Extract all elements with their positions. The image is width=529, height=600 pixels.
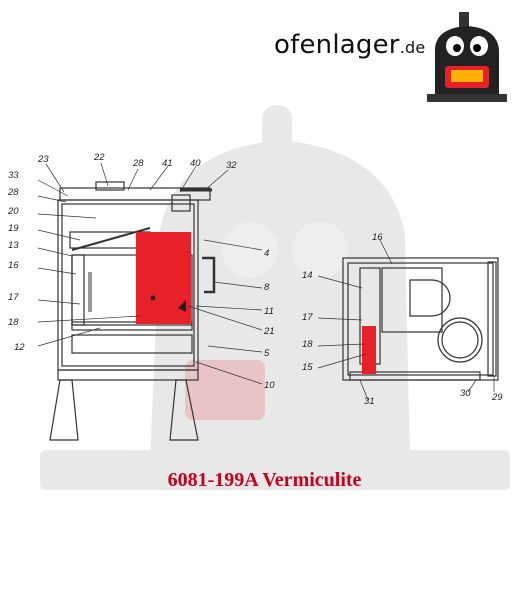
part-label: 17 xyxy=(302,312,313,323)
part-label: 16 xyxy=(372,232,383,243)
part-label: 40 xyxy=(190,158,201,169)
part-label: 33 xyxy=(8,170,19,181)
brand-name: ofenlager xyxy=(274,30,400,60)
part-label: 28 xyxy=(132,158,144,169)
part-label: 21 xyxy=(263,326,275,337)
brand-logo-text: ofenlager.de xyxy=(274,30,425,60)
part-label: 13 xyxy=(8,240,19,251)
part-label: 31 xyxy=(364,396,375,407)
part-label: 10 xyxy=(264,380,275,391)
brand-tld: .de xyxy=(399,38,426,57)
part-label: 23 xyxy=(37,154,49,165)
part-label: 28 xyxy=(7,187,19,198)
part-label: 18 xyxy=(8,317,19,328)
vermiculite-panel-top xyxy=(362,326,376,374)
part-label: 14 xyxy=(302,270,313,281)
product-caption: 6081-199A Vermiculite xyxy=(167,469,362,491)
part-label: 16 xyxy=(8,260,19,271)
part-label: 32 xyxy=(226,160,237,171)
part-label: 15 xyxy=(302,362,313,373)
side-brick-left xyxy=(71,254,85,326)
part-label: 41 xyxy=(162,158,173,169)
part-label: 5 xyxy=(264,348,270,359)
part-label: 18 xyxy=(302,339,313,350)
part-label: 4 xyxy=(264,248,269,259)
top-plate xyxy=(59,187,211,201)
part-label: 19 xyxy=(8,223,19,234)
part-label: 11 xyxy=(264,306,274,317)
part-label: 12 xyxy=(14,342,25,353)
part-label: 30 xyxy=(460,388,471,399)
part-label: 29 xyxy=(491,392,503,403)
part-label: 8 xyxy=(264,282,270,293)
part-label: 17 xyxy=(8,292,19,303)
oven-mascot-icon xyxy=(427,12,507,102)
part-label: 22 xyxy=(93,152,105,163)
part-label: 20 xyxy=(7,206,19,217)
